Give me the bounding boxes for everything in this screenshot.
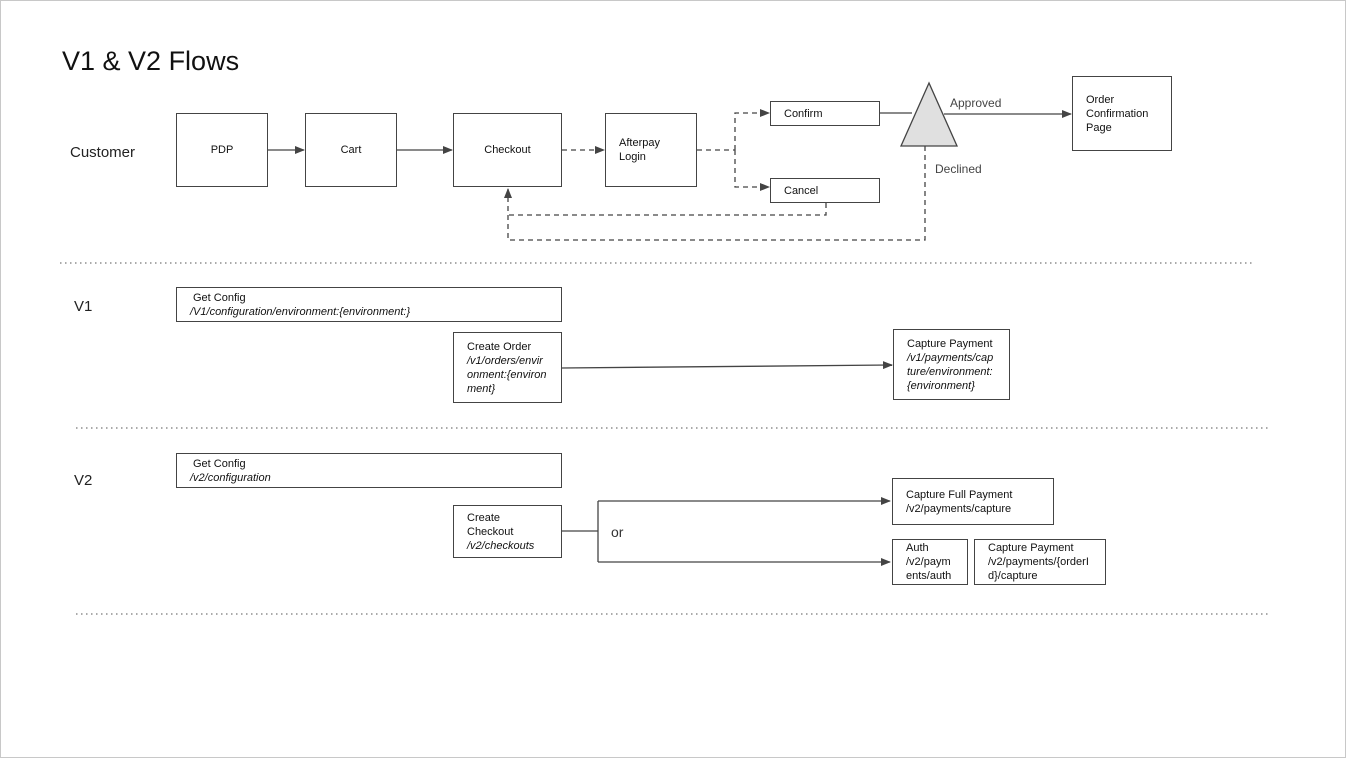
v1-get-config-path: /V1/configuration/environment:{environme… — [190, 305, 411, 318]
node-order-confirmation-label-1: Order — [1086, 93, 1115, 106]
node-cart-label: Cart — [340, 144, 362, 156]
v1-create-order-label: Create Order — [467, 340, 532, 353]
v1-create-order-path-1: /v1/orders/envir — [467, 354, 543, 367]
arrow-to-confirm — [734, 109, 770, 150]
node-order-confirmation: Order Confirmation Page — [1072, 76, 1172, 151]
arrow-cancel-back — [508, 203, 827, 216]
edge-label-approved: Approved — [950, 96, 1002, 110]
edge-label-declined: Declined — [935, 162, 982, 176]
v2-capture-payment-label: Capture Payment — [988, 542, 1074, 554]
v2-auth-label: Auth — [906, 542, 929, 554]
v2-get-config: Get Config /v2/configuration — [176, 453, 562, 488]
v1-create-order-path-2: onment:{environ — [467, 368, 547, 381]
v1-capture-payment-label: Capture Payment — [907, 337, 993, 350]
lane-label-v2: V2 — [74, 472, 93, 489]
node-confirm-label: Confirm — [784, 107, 823, 120]
node-pdp: PDP — [176, 113, 268, 187]
node-checkout: Checkout — [453, 113, 562, 187]
v2-capture-full-payment-label: Capture Full Payment — [906, 488, 1013, 501]
v2-auth: Auth /v2/paym ents/auth — [892, 539, 968, 585]
v2-capture-payment-path-2: d}/capture — [988, 570, 1038, 582]
v1-capture-payment-path-2: ture/environment: — [907, 365, 993, 378]
node-confirm: Confirm — [770, 101, 880, 126]
node-afterpay-login: Afterpay Login — [605, 113, 697, 187]
v1-capture-payment-path-1: /v1/payments/cap — [907, 351, 994, 364]
node-afterpay-label-2: Login — [619, 151, 646, 163]
decision-triangle — [899, 81, 959, 147]
node-checkout-label: Checkout — [484, 144, 531, 156]
v1-create-order: Create Order /v1/orders/envir onment:{en… — [453, 332, 562, 403]
v1-capture-payment: Capture Payment /v1/payments/cap ture/en… — [893, 329, 1010, 400]
node-afterpay-label-1: Afterpay — [619, 137, 660, 149]
lane-label-customer: Customer — [70, 144, 136, 161]
v2-create-checkout-path: /v2/checkouts — [467, 539, 535, 552]
arrow-v1-order-capture — [561, 361, 893, 370]
v2-create-checkout-label-1: Create — [467, 511, 501, 524]
v2-create-checkout: Create Checkout /v2/checkouts — [453, 505, 562, 558]
v2-get-config-label: Get Config — [193, 457, 246, 470]
v2-capture-payment-path-1: /v2/payments/{orderI — [988, 556, 1089, 568]
v1-get-config: Get Config /V1/configuration/environment… — [176, 287, 562, 322]
node-cancel-label: Cancel — [784, 184, 819, 197]
node-order-confirmation-label-2: Confirmation — [1086, 107, 1149, 120]
node-order-confirmation-label-3: Page — [1086, 121, 1112, 134]
node-pdp-label: PDP — [210, 144, 234, 156]
v2-create-checkout-label-2: Checkout — [467, 525, 514, 538]
lane-label-v1: V1 — [74, 298, 93, 315]
page-title: V1 & V2 Flows — [62, 46, 240, 76]
node-cancel: Cancel — [770, 178, 880, 203]
arrow-declined-back — [504, 146, 926, 241]
v2-capture-full-payment-path: /v2/payments/capture — [906, 502, 1012, 515]
v2-auth-path-2: ents/auth — [906, 570, 952, 582]
v2-get-config-path: /v2/configuration — [190, 471, 271, 484]
v2-capture-full-payment: Capture Full Payment /v2/payments/captur… — [892, 478, 1054, 525]
v1-get-config-label: Get Config — [193, 291, 246, 304]
v2-capture-payment: Capture Payment /v2/payments/{orderI d}/… — [974, 539, 1106, 585]
arrow-to-cancel — [734, 150, 770, 191]
node-cart: Cart — [305, 113, 397, 187]
v2-or-label: or — [611, 524, 624, 540]
v1-capture-payment-path-3: {environment} — [907, 379, 975, 392]
v2-auth-path-1: /v2/paym — [906, 556, 951, 568]
v1-create-order-path-3: ment} — [467, 382, 496, 395]
